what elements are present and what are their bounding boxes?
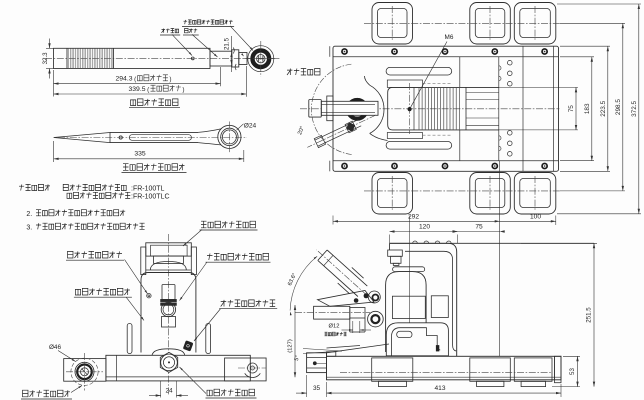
svg-text:32.3: 32.3 [42, 52, 49, 65]
svg-text:251.5: 251.5 [586, 307, 593, 323]
svg-text:63.6°: 63.6° [287, 272, 298, 286]
svg-text::FR-100TLC: :FR-100TLC [131, 193, 170, 200]
svg-text:(127): (127) [288, 339, 294, 353]
svg-text:2.: 2. [26, 211, 32, 218]
svg-text:339.5: 339.5 [128, 86, 145, 93]
svg-text:75: 75 [568, 105, 575, 113]
svg-text:223.5: 223.5 [600, 100, 607, 116]
svg-text:183: 183 [584, 103, 591, 114]
svg-text:(: ( [147, 86, 150, 93]
svg-text:): ) [182, 86, 184, 93]
svg-text:292: 292 [408, 213, 419, 220]
svg-text:75: 75 [475, 224, 483, 231]
svg-text:24: 24 [165, 387, 173, 394]
svg-text:120: 120 [419, 224, 430, 231]
svg-text:): ) [169, 76, 171, 83]
svg-text:298.5: 298.5 [615, 99, 622, 115]
svg-text:35: 35 [313, 385, 321, 392]
svg-text:M6: M6 [445, 34, 454, 41]
svg-text:21.5: 21.5 [224, 37, 231, 50]
svg-text:294.3: 294.3 [115, 76, 132, 83]
svg-text:Ø46: Ø46 [49, 344, 62, 351]
svg-text:3.: 3. [26, 224, 32, 231]
svg-text::FR-100TL: :FR-100TL [131, 186, 165, 193]
svg-text:Ø12: Ø12 [329, 324, 340, 330]
svg-text:335: 335 [134, 150, 146, 157]
svg-text:372.5: 372.5 [631, 100, 638, 116]
svg-text:100: 100 [530, 213, 541, 220]
svg-text:5°: 5° [294, 355, 301, 362]
svg-text:Ø24: Ø24 [244, 122, 257, 129]
svg-text:53: 53 [569, 368, 576, 375]
svg-text:20°: 20° [297, 125, 306, 135]
svg-text:(: ( [134, 76, 137, 83]
svg-text:413: 413 [434, 385, 445, 392]
